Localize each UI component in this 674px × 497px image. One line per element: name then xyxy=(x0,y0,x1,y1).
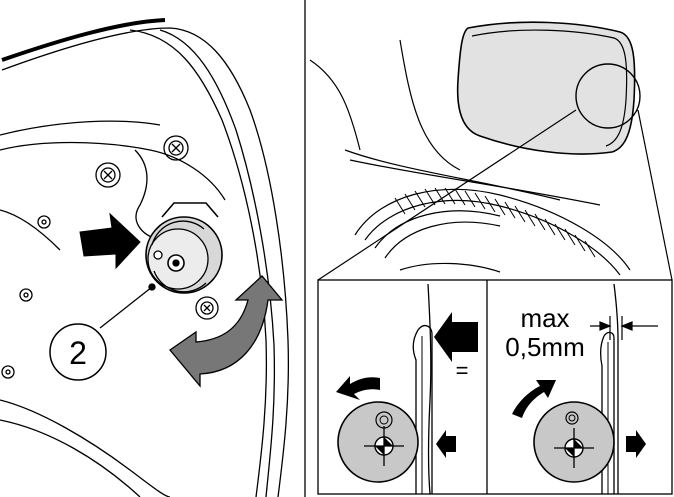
max-label: max xyxy=(520,303,569,333)
wheel-right xyxy=(533,401,615,483)
wheel-arch xyxy=(354,188,631,271)
gap-value: 0,5mm xyxy=(505,332,584,362)
housing-lower xyxy=(0,399,171,497)
left-panel xyxy=(0,18,290,497)
equal-sign: = xyxy=(456,358,469,383)
housing-outline-inner-2 xyxy=(159,29,276,497)
adjuster-clip xyxy=(161,202,219,218)
body-line-3 xyxy=(344,149,561,201)
housing-ridge xyxy=(134,149,161,241)
housing-rim xyxy=(0,120,161,136)
rotate-ccw-icon xyxy=(336,376,380,400)
push-arrow-icon xyxy=(79,212,141,270)
gap-dimension xyxy=(590,316,658,340)
housing-outline-inner xyxy=(129,29,268,497)
tyre-tread xyxy=(394,187,596,258)
adjuster-pin xyxy=(153,250,163,260)
housing-outline-thick xyxy=(1,18,166,62)
small-arrow-left-icon xyxy=(436,430,456,458)
housing-lower-2 xyxy=(0,419,141,497)
right-panel xyxy=(309,21,673,281)
detail-right xyxy=(600,283,619,494)
screw-top xyxy=(163,135,189,161)
mirror-glass xyxy=(456,21,636,155)
wheel-left xyxy=(337,401,419,483)
callout-circle xyxy=(49,323,107,381)
housing-outline xyxy=(1,27,290,497)
callout-number: 2 xyxy=(69,335,87,371)
detail-left xyxy=(412,283,433,495)
magnifier-circle xyxy=(575,63,641,129)
hole-1 xyxy=(37,215,51,229)
body-line-1 xyxy=(309,59,361,151)
adjuster-wheel xyxy=(145,202,223,294)
rotate-cw-icon xyxy=(512,380,556,418)
callout-leader xyxy=(99,286,153,329)
housing-surface xyxy=(0,209,61,251)
push-arrow-detail-icon xyxy=(434,312,478,362)
hole-3 xyxy=(1,365,15,379)
hole-2 xyxy=(19,288,33,302)
rotate-arrow-icon xyxy=(169,275,284,388)
screw-bottom xyxy=(195,296,219,320)
body-line-2 xyxy=(399,39,461,171)
housing-rim-2 xyxy=(0,141,226,201)
body-line-4 xyxy=(349,159,601,206)
small-arrow-right-icon xyxy=(626,430,646,458)
screw-middle xyxy=(95,162,121,188)
